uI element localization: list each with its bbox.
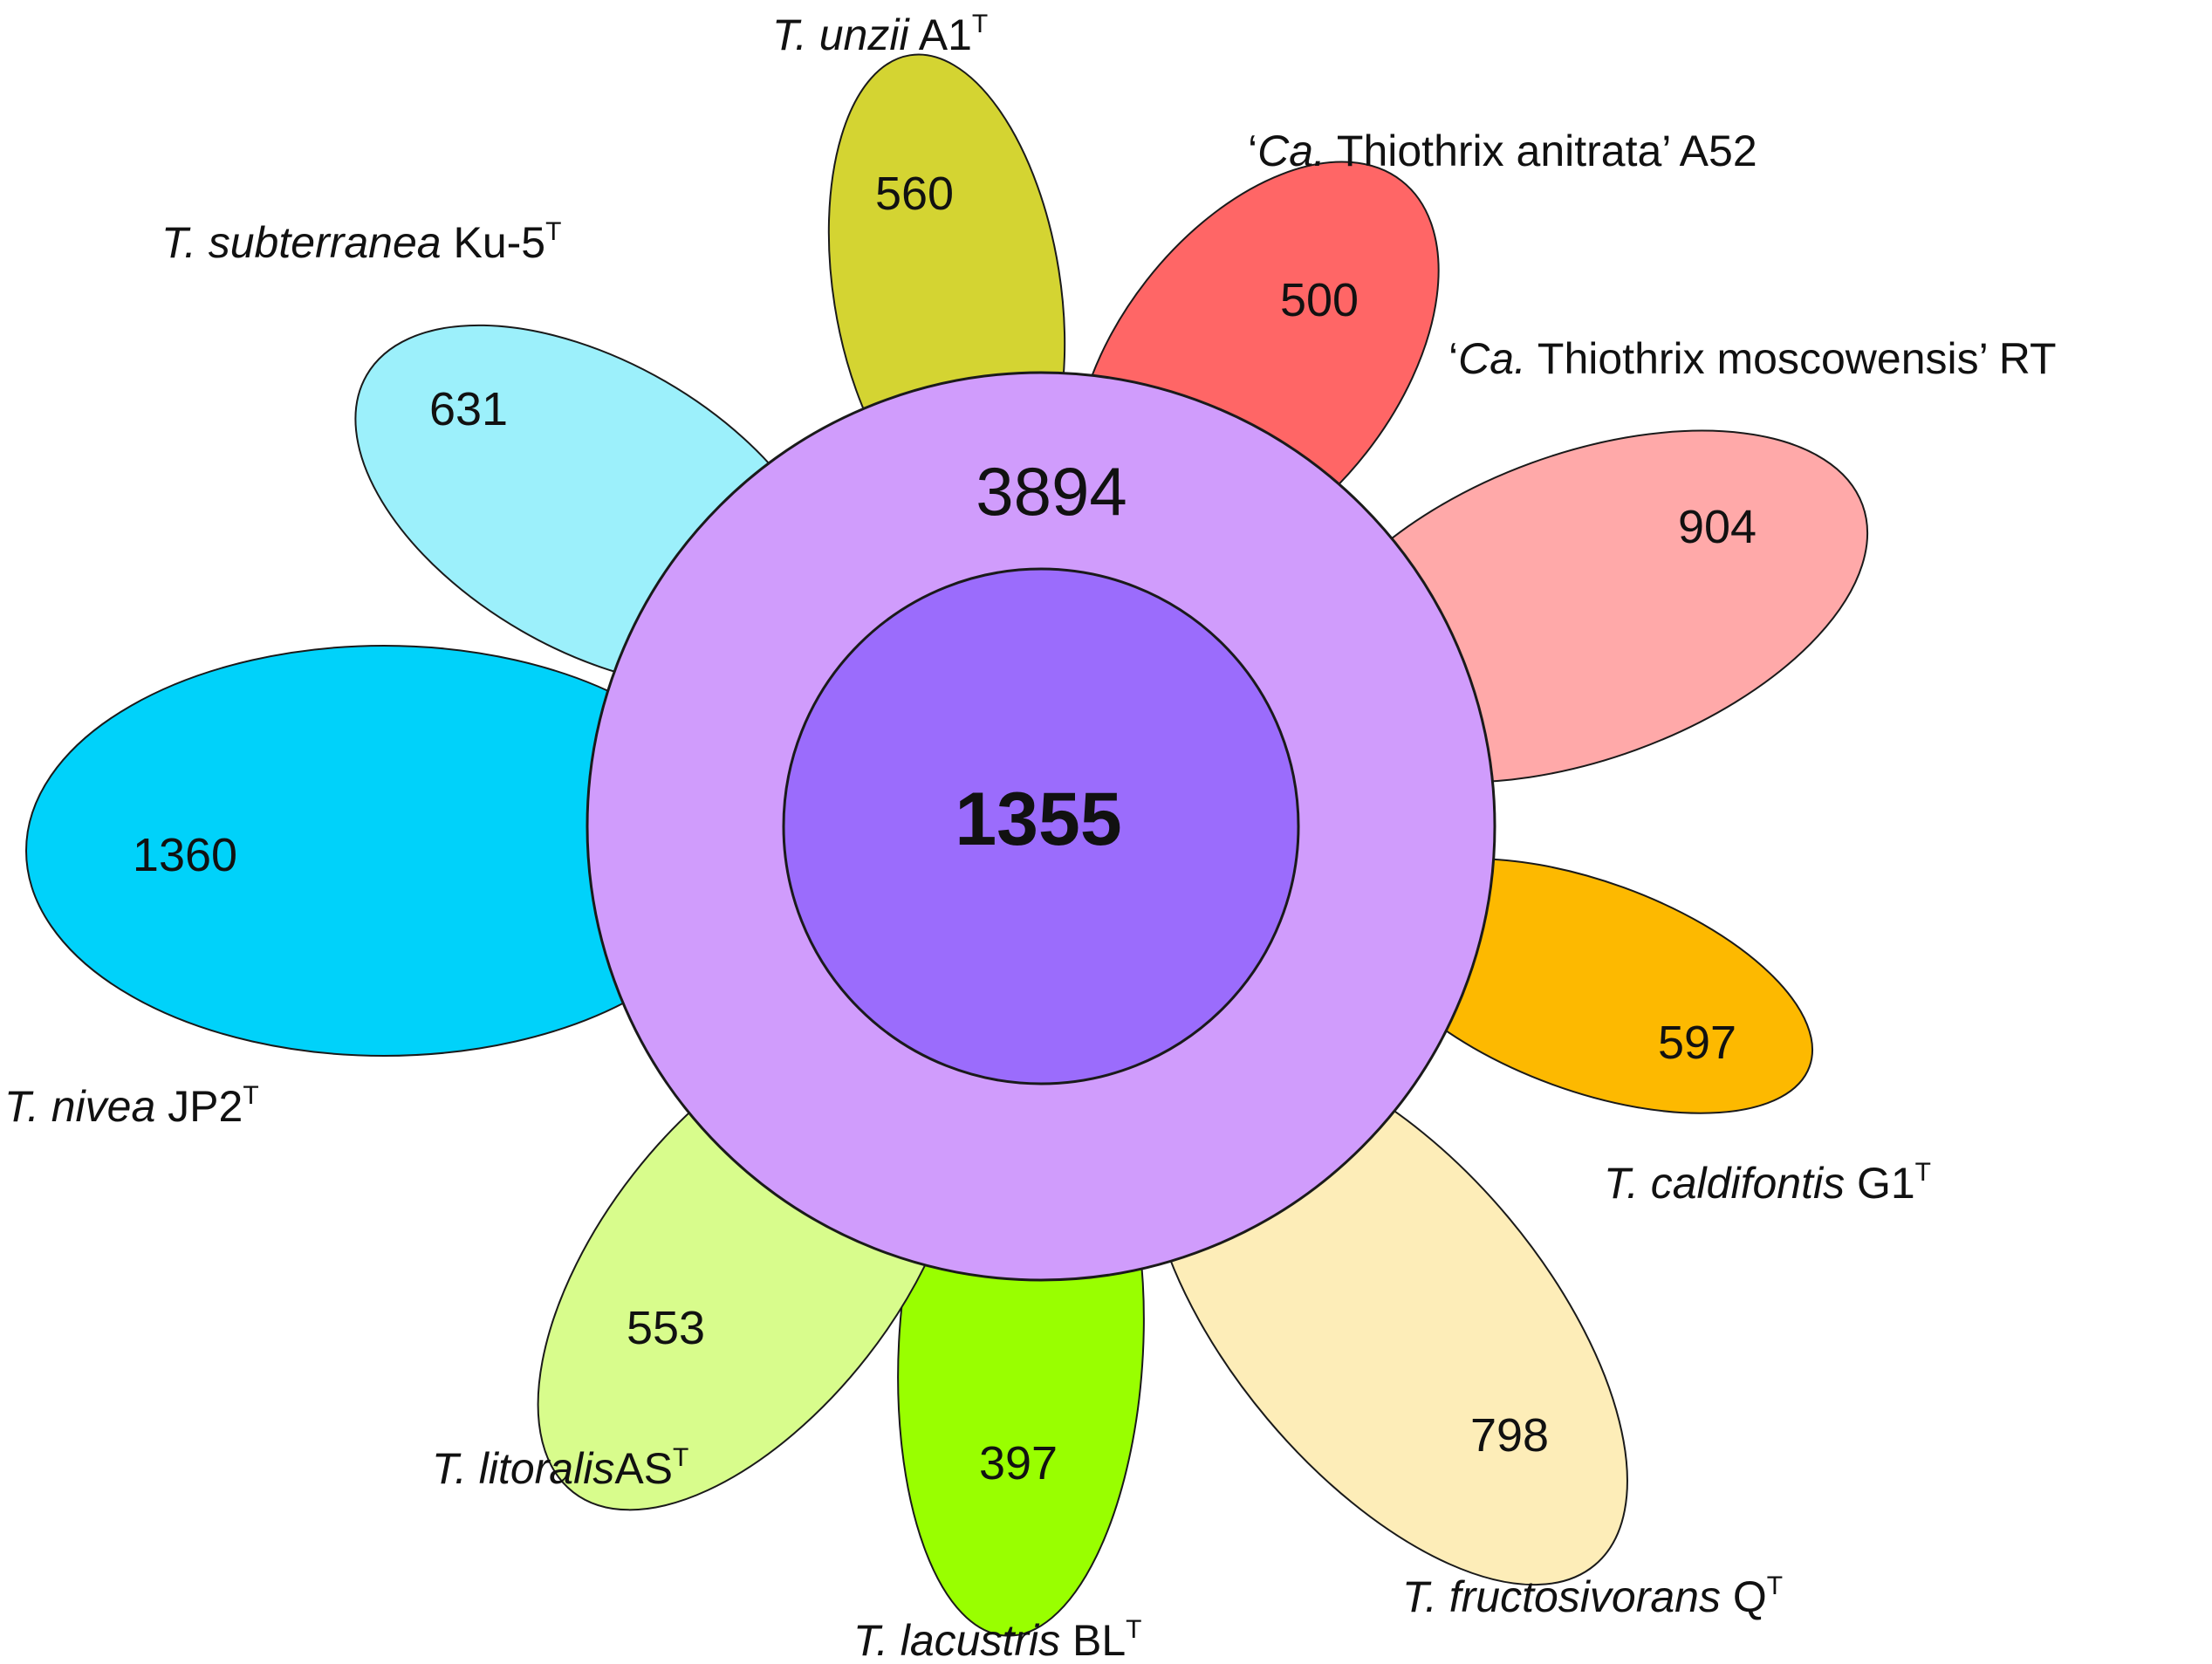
count-lacustris: 397 (979, 1437, 1058, 1489)
label-part: T. (772, 10, 819, 59)
label-part: T. (161, 218, 209, 267)
label-part: T. fructosivorans (1402, 1572, 1721, 1621)
label-fructosivorans: T. fructosivorans QT (1402, 1572, 1783, 1621)
label-subterranea: T. subterranea Ku-5T (161, 217, 561, 267)
count-litoralis: 553 (627, 1302, 705, 1354)
count-caldifontis: 597 (1658, 1017, 1736, 1069)
count-fructosivorans: 798 (1470, 1409, 1549, 1462)
label-part: JP2 (155, 1082, 243, 1131)
label-part: T. nivea (4, 1082, 155, 1131)
label-part: T. litoralis (432, 1444, 614, 1493)
label-anitrata: ‘Ca. Thiothrix anitrata’ A52 (1248, 127, 1757, 175)
label-part: BL (1060, 1616, 1126, 1664)
label-part: Ku-5 (442, 218, 546, 267)
label-part: Q (1721, 1572, 1767, 1621)
label-part: ‘ (1248, 127, 1257, 175)
label-part: T (673, 1443, 688, 1472)
label-part: T. lacustris (853, 1616, 1060, 1664)
label-part: AS (614, 1444, 673, 1493)
label-part: T (545, 217, 561, 246)
label-part: G1 (1845, 1159, 1915, 1208)
label-part: Thiothrix anitrata’ A52 (1325, 127, 1757, 175)
label-part: Thiothrix moscowensis’ RT (1526, 334, 2057, 383)
count-nivea: 1360 (133, 829, 237, 881)
label-nivea: T. nivea JP2T (4, 1081, 259, 1131)
label-part: unzii (819, 10, 911, 59)
label-litoralis: T. litoralisAST (432, 1443, 688, 1493)
label-part: subterranea (209, 218, 442, 267)
label-part: T (1915, 1158, 1931, 1187)
label-part: Ca. (1257, 127, 1325, 175)
pan-genome-count: 3894 (976, 453, 1127, 530)
count-moscowensis: 904 (1678, 501, 1757, 553)
label-caldifontis: T. caldifontis G1T (1604, 1158, 1931, 1208)
label-part: T (972, 10, 988, 38)
label-lacustris: T. lacustris BLT (853, 1615, 1142, 1664)
count-anitrata: 500 (1280, 274, 1359, 326)
label-part: A1 (909, 10, 972, 59)
label-moscowensis: ‘Ca. Thiothrix moscowensis’ RT (1448, 334, 2057, 383)
label-part: T (1126, 1615, 1141, 1644)
label-unzii: T. unzii A1T (772, 10, 988, 59)
label-part: ‘ (1448, 334, 1458, 383)
label-part: T. caldifontis (1604, 1159, 1845, 1208)
count-subterranea: 631 (429, 383, 508, 435)
core-genome-circle (782, 567, 1300, 1085)
label-part: T (1767, 1572, 1783, 1600)
label-part: Ca. (1458, 334, 1526, 383)
count-unzii: 560 (875, 168, 954, 220)
core-genome-count: 1355 (955, 777, 1121, 861)
label-part: T (243, 1081, 258, 1110)
